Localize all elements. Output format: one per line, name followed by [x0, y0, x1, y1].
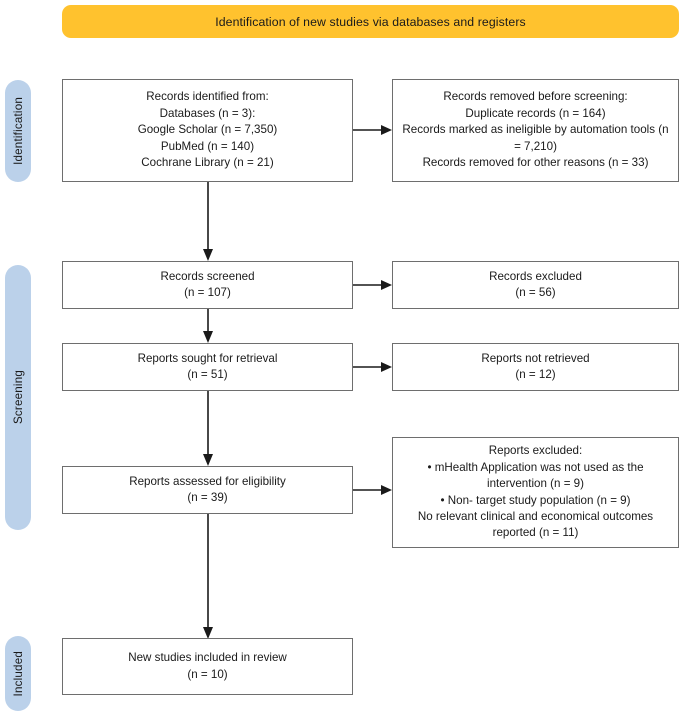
box-line: Duplicate records (n = 164)	[465, 106, 606, 120]
stage-pill-screening: Screening	[5, 265, 31, 530]
stage-label-screening: Screening	[11, 370, 25, 425]
box-line: • mHealth Application was not used as th…	[427, 460, 644, 491]
box-line: Cochrane Library (n = 21)	[141, 156, 274, 170]
box-line: Records removed for other reasons (n = 3…	[422, 156, 649, 170]
box-line: • Non- target study population (n = 9)	[440, 493, 631, 507]
box-line: Records screened	[160, 269, 255, 283]
banner-title: Identification of new studies via databa…	[215, 14, 526, 29]
box-line: Records marked as ineligible by automati…	[402, 123, 669, 153]
box-reports-not-retrieved: Reports not retrieved (n = 12)	[392, 343, 679, 391]
connector-identified-to-removed	[353, 125, 392, 135]
box-line: Records removed before screening:	[443, 90, 628, 104]
box-records-identified: Records identified from: Databases (n = …	[62, 79, 353, 182]
stage-pill-identification: Identification	[5, 80, 31, 182]
stage-label-included: Included	[11, 650, 25, 697]
box-line: New studies included in review	[128, 651, 287, 665]
box-line: Reports not retrieved	[481, 351, 590, 365]
box-line: (n = 10)	[187, 667, 228, 681]
connector-sought-to-not-retrieved	[353, 362, 392, 372]
box-line: Records identified from:	[146, 90, 269, 104]
stage-pill-included: Included	[5, 636, 31, 711]
box-line: (n = 51)	[187, 368, 228, 381]
box-line: (n = 39)	[187, 491, 228, 504]
box-line: Records excluded	[489, 269, 582, 283]
box-records-screened: Records screened (n = 107)	[62, 261, 353, 309]
connector-screened-to-sought	[203, 309, 213, 343]
connector-screened-to-excluded	[353, 280, 392, 290]
connector-identified-to-screened	[203, 182, 213, 261]
box-line: PubMed (n = 140)	[160, 139, 255, 153]
box-new-studies-included: New studies included in review (n = 10)	[62, 638, 353, 695]
box-line: Reports sought for retrieval	[137, 351, 278, 365]
box-line: Databases (n = 3):	[159, 106, 256, 120]
box-reports-sought-for-retrieval: Reports sought for retrieval (n = 51)	[62, 343, 353, 391]
connector-assessed-to-included	[203, 514, 213, 639]
box-line: (n = 56)	[515, 286, 556, 299]
connector-sought-to-assessed	[203, 391, 213, 466]
box-reports-excluded: Reports excluded: • mHealth Application …	[392, 437, 679, 548]
box-line: (n = 12)	[515, 368, 556, 381]
connector-assessed-to-reports-excluded	[353, 485, 392, 495]
box-line: (n = 107)	[184, 286, 231, 299]
box-line: Reports excluded:	[488, 444, 583, 458]
box-line: No relevant clinical and economical outc…	[417, 509, 654, 540]
box-line: Google Scholar (n = 7,350)	[137, 123, 278, 137]
box-line: Reports assessed for eligibility	[129, 474, 286, 488]
box-records-removed-before-screening: Records removed before screening: Duplic…	[392, 79, 679, 182]
diagram-banner: Identification of new studies via databa…	[62, 5, 679, 38]
box-reports-assessed-for-eligibility: Reports assessed for eligibility (n = 39…	[62, 466, 353, 514]
box-records-excluded: Records excluded (n = 56)	[392, 261, 679, 309]
stage-label-identification: Identification	[11, 97, 25, 165]
